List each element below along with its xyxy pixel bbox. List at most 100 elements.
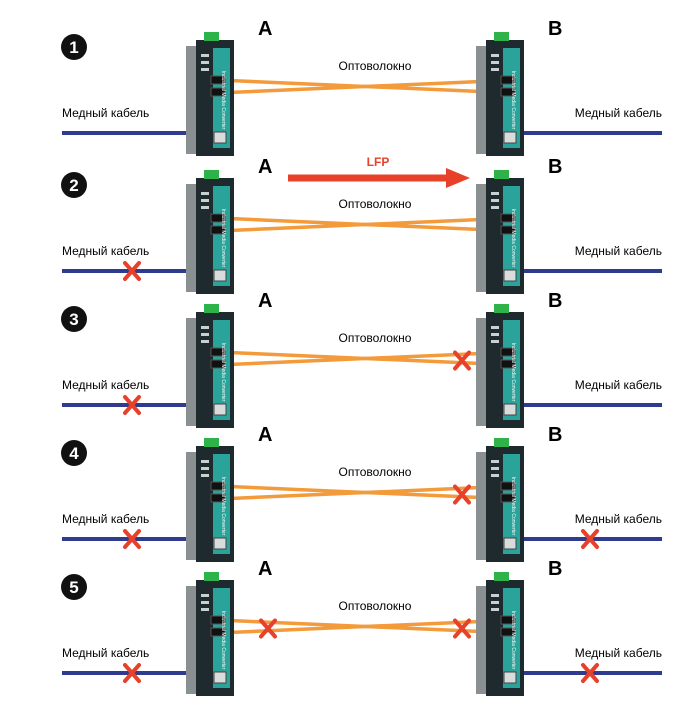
status-led-icon [201,340,209,343]
status-led-icon [201,608,209,611]
status-led-icon [201,192,209,195]
left-copper-label: Медный кабель [62,244,149,258]
device-text: Industrial Media Converter [220,343,226,402]
node-b-label: B [548,290,562,312]
power-connector-icon [494,32,509,41]
status-led-icon [201,474,209,477]
scenario-number-badge [61,34,87,60]
status-led-icon [201,594,209,597]
device-side [476,46,488,154]
ethernet-port-icon [503,671,517,684]
status-led-icon [201,326,209,329]
fiber-port-icon [210,359,226,369]
status-led-icon [201,333,209,336]
status-led-icon [491,594,499,597]
fiber-port-icon [500,359,516,369]
device-panel [503,320,520,420]
fiber-b-fault-x-icon [453,350,471,371]
left-copper-fault-x-icon [123,529,141,549]
fiber-a-fault-x-icon [259,618,277,639]
device-text: Industrial Media Converter [510,209,516,268]
device-side [186,586,198,694]
device-side [476,184,488,292]
left-copper-fault-x-icon [123,261,141,281]
ethernet-port-icon [503,537,517,550]
device-panel [213,48,230,148]
media-converter-a: Industrial Media Converter [186,170,234,294]
fiber-port-icon [210,481,226,491]
fiber-port-icon [210,87,226,97]
device-panel [213,320,230,420]
media-converter-a: Industrial Media Converter [186,572,234,696]
node-a-label: A [258,558,272,580]
scenario-number: 3 [69,310,78,329]
fiber-port-icon [500,615,516,625]
fiber-port-icon [500,627,516,637]
fiber-port-icon [500,493,516,503]
device-text: Industrial Media Converter [510,477,516,536]
fiber-b-fault-x-icon [453,618,471,639]
right-copper-label: Медный кабель [575,378,662,392]
power-connector-icon [494,304,509,313]
status-led-icon [201,199,209,202]
power-connector-icon [204,170,219,179]
device-panel [503,186,520,286]
status-led-icon [491,467,499,470]
status-led-icon [201,68,209,71]
status-led-icon [491,333,499,336]
fiber-label: Оптоволокно [339,465,412,479]
device-panel [503,48,520,148]
fiber-port-icon [500,87,516,97]
device-panel [503,454,520,554]
status-led-icon [491,608,499,611]
right-copper-label: Медный кабель [575,106,662,120]
fiber-label: Оптоволокно [339,599,412,613]
status-led-icon [201,467,209,470]
power-connector-icon [204,304,219,313]
node-a-label: A [258,424,272,446]
right-copper-label: Медный кабель [575,512,662,526]
device-side [476,452,488,560]
power-connector-icon [494,438,509,447]
ethernet-port-icon [213,537,227,550]
right-copper-fault-x-icon [581,663,599,683]
power-connector-icon [494,170,509,179]
device-side [186,318,198,426]
media-converter-b: Industrial Media Converter [476,32,524,156]
fiber-port-icon [210,75,226,85]
node-a-label: A [258,156,272,178]
device-text: Industrial Media Converter [220,477,226,536]
device-side [186,452,198,560]
media-converter-b: Industrial Media Converter [476,438,524,562]
scenario-number-badge [61,574,87,600]
ethernet-port-icon [213,269,227,282]
device-text: Industrial Media Converter [510,343,516,402]
device-panel [503,588,520,688]
left-copper-label: Медный кабель [62,646,149,660]
fiber-port-icon [210,627,226,637]
device-text: Industrial Media Converter [220,611,226,670]
fiber-port-icon [500,347,516,357]
fiber-port-icon [210,615,226,625]
status-led-icon [491,199,499,202]
fiber-port-icon [500,213,516,223]
power-connector-icon [204,438,219,447]
media-converter-b: Industrial Media Converter [476,170,524,294]
ethernet-port-icon [503,403,517,416]
ethernet-port-icon [213,403,227,416]
fiber-label: Оптоволокно [339,197,412,211]
scenario-number: 4 [69,444,79,463]
node-a-label: A [258,18,272,40]
status-led-icon [491,192,499,195]
device-text: Industrial Media Converter [510,71,516,130]
fiber-line [217,78,515,95]
status-led-icon [491,206,499,209]
fiber-label: Оптоволокно [339,59,412,73]
ethernet-port-icon [213,131,227,144]
device-side [186,184,198,292]
fiber-label: Оптоволокно [339,331,412,345]
status-led-icon [201,460,209,463]
